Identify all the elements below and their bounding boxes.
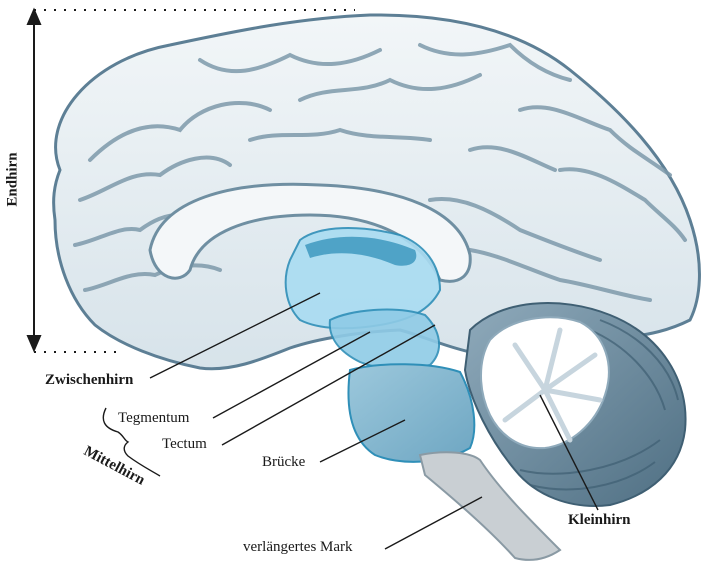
pons [348, 364, 474, 462]
label-bruecke: Brücke [262, 455, 305, 470]
leader-verlaengertes-mark [385, 497, 482, 549]
mittelhirn-region [330, 310, 439, 369]
label-tegmentum: Tegmentum [118, 411, 189, 426]
label-kleinhirn: Kleinhirn [568, 513, 631, 528]
label-endhirn: Endhirn [6, 152, 21, 206]
endhirn-arrow [28, 10, 40, 350]
label-verlaengertes-mark: verlängertes Mark [243, 540, 353, 555]
label-tectum: Tectum [162, 437, 207, 452]
label-zwischenhirn: Zwischenhirn [45, 373, 133, 388]
